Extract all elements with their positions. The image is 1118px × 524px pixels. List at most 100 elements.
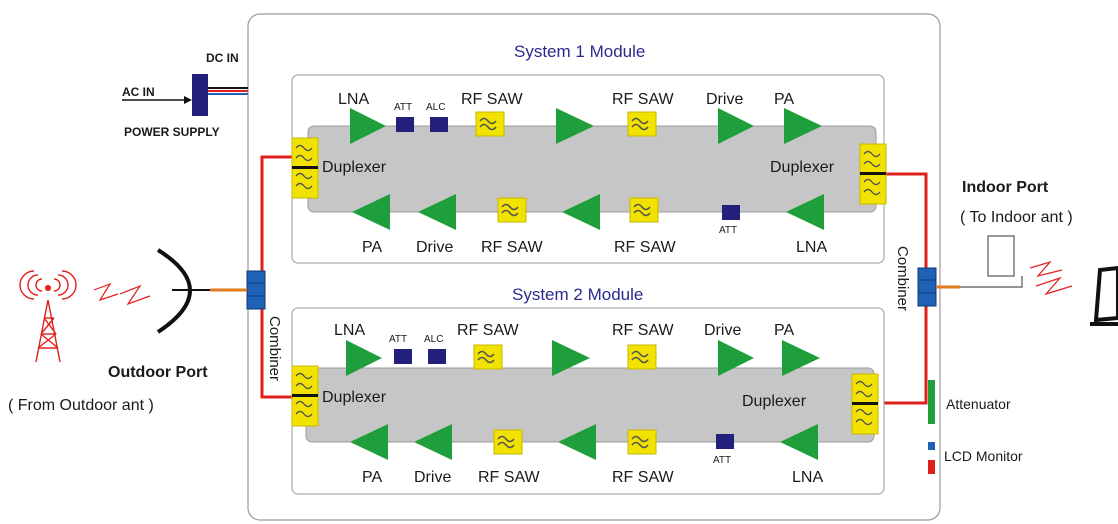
system-2-alc-top-label: ALC bbox=[424, 334, 443, 345]
system-1-duplexer-left-icon bbox=[291, 137, 319, 199]
system-1-rfsaw-top-2-icon bbox=[627, 111, 657, 137]
system-2-duplexer-left-icon bbox=[291, 365, 319, 427]
system-1-alc-top-icon bbox=[430, 117, 448, 132]
system-2-att-bottom-label: ATT bbox=[713, 455, 731, 466]
system-1-amp-bottom-icon bbox=[562, 194, 600, 230]
power-supply-box bbox=[192, 74, 208, 116]
legend-attenuator-label: Attenuator bbox=[946, 396, 1011, 412]
system-1-lna-top-icon bbox=[350, 108, 386, 144]
system-1-pa-bottom-label: PA bbox=[362, 239, 382, 256]
system-1-drive-top-label: Drive bbox=[706, 91, 743, 108]
laptop-icon bbox=[1090, 265, 1118, 326]
system-2-duplexer-left-label: Duplexer bbox=[322, 389, 387, 406]
system-2-drive-top-icon bbox=[718, 340, 754, 376]
system-2-att-bottom-icon bbox=[716, 434, 734, 449]
cell-tower-icon bbox=[19, 270, 77, 363]
system-1-rfsaw-bottom-2-icon bbox=[629, 197, 659, 223]
system-1-rfsaw-bottom-1-label: RF SAW bbox=[481, 239, 544, 256]
system-1-att-top-label: ATT bbox=[394, 102, 412, 113]
system-2-alc-top-icon bbox=[428, 349, 446, 364]
system-2-lna-bottom-label: LNA bbox=[792, 469, 823, 486]
legend-lcd-swatch-blue bbox=[928, 442, 935, 450]
cell-tower-top bbox=[45, 285, 51, 291]
system-1-title: System 1 Module bbox=[514, 42, 645, 61]
legend-lcd-monitor-label: LCD Monitor bbox=[944, 448, 1023, 464]
dc-in-label: DC IN bbox=[206, 51, 239, 65]
system-2-lna-bottom-icon bbox=[780, 424, 818, 460]
combiner-right-label: Combiner bbox=[894, 246, 911, 311]
system-1-lna-bottom-label: LNA bbox=[796, 239, 827, 256]
system-1-module: System 1 Module Duplexer Duplexer LNA AT… bbox=[291, 42, 887, 264]
system-2-att-top-label: ATT bbox=[389, 334, 407, 345]
system-1-duplexer-right-label: Duplexer bbox=[770, 159, 835, 176]
system-1-drive-bottom-icon bbox=[418, 194, 456, 230]
system-1-amp-top-icon bbox=[556, 108, 594, 144]
system-2-drive-bottom-icon bbox=[414, 424, 452, 460]
indoor-signal-2-icon bbox=[1035, 276, 1073, 296]
indoor-port-subtitle: ( To Indoor ant ) bbox=[960, 209, 1073, 226]
system-1-att-top-icon bbox=[396, 117, 414, 132]
system-2-rfsaw-bottom-2-label: RF SAW bbox=[612, 469, 675, 486]
power-supply-label: POWER SUPPLY bbox=[124, 125, 220, 139]
system-2-drive-top-label: Drive bbox=[704, 322, 741, 339]
outdoor-side: Outdoor Port ( From Outdoor ant ) bbox=[8, 248, 247, 414]
system-2-att-top-icon bbox=[394, 349, 412, 364]
system-1-duplexer-left-label: Duplexer bbox=[322, 159, 387, 176]
system-2-amp-top-icon bbox=[552, 340, 590, 376]
combiner-left-box bbox=[246, 270, 266, 310]
system-1-duplexer-right-icon bbox=[859, 143, 887, 205]
system-2-pa-bottom-label: PA bbox=[362, 469, 382, 486]
system-2-module: System 2 Module Duplexer Duplexer LNA AT… bbox=[291, 285, 885, 495]
system-2-title: System 2 Module bbox=[512, 285, 643, 304]
system-1-drive-bottom-label: Drive bbox=[416, 239, 453, 256]
system-2-amp-bottom-icon bbox=[558, 424, 596, 460]
indoor-signal-1-icon bbox=[1029, 260, 1063, 278]
system-1-rfsaw-top-1-label: RF SAW bbox=[461, 91, 524, 108]
system-1-pa-top-icon bbox=[784, 108, 822, 144]
ac-in-label: AC IN bbox=[122, 85, 155, 99]
system-1-alc-top-label: ALC bbox=[426, 102, 445, 113]
rf-cables bbox=[260, 155, 928, 405]
indoor-port-title: Indoor Port bbox=[962, 179, 1049, 196]
system-1-lna-top-label: LNA bbox=[338, 91, 369, 108]
system-2-rfsaw-top-1-label: RF SAW bbox=[457, 322, 520, 339]
system-2-rfsaw-bottom-1-label: RF SAW bbox=[478, 469, 541, 486]
system-2-pa-bottom-icon bbox=[350, 424, 388, 460]
combiner-right-box bbox=[917, 267, 937, 307]
system-2-drive-bottom-label: Drive bbox=[414, 469, 451, 486]
system-1-att-bottom-icon bbox=[722, 205, 740, 220]
system-1-att-bottom-label: ATT bbox=[719, 225, 737, 236]
system-1-pa-bottom-icon bbox=[352, 194, 390, 230]
indoor-antenna-icon bbox=[987, 235, 1015, 277]
ac-in-arrow-icon bbox=[184, 96, 192, 104]
legend-lcd-swatch-red bbox=[928, 460, 935, 474]
system-1-pa-top-label: PA bbox=[774, 91, 794, 108]
system-2-rfsaw-top-2-icon bbox=[627, 344, 657, 370]
system-2-rfsaw-top-2-label: RF SAW bbox=[612, 322, 675, 339]
system-2-rfsaw-bottom-2-icon bbox=[627, 429, 657, 455]
outdoor-port-title: Outdoor Port bbox=[108, 364, 208, 381]
combiner-right: Combiner bbox=[894, 246, 937, 311]
outdoor-signal-2-icon bbox=[119, 284, 151, 306]
system-2-pa-top-icon bbox=[782, 340, 820, 376]
system-1-rfsaw-top-2-label: RF SAW bbox=[612, 91, 675, 108]
system-2-rfsaw-bottom-1-icon bbox=[493, 429, 523, 455]
system-2-duplexer-right-icon bbox=[851, 373, 879, 435]
legend: Attenuator LCD Monitor bbox=[928, 380, 1023, 474]
system-1-drive-top-icon bbox=[718, 108, 754, 144]
indoor-side: Indoor Port ( To Indoor ant ) bbox=[936, 179, 1118, 326]
system-2-pa-top-label: PA bbox=[774, 322, 794, 339]
system-1-rfsaw-bottom-1-icon bbox=[497, 197, 527, 223]
power-supply: DC IN AC IN POWER SUPPLY bbox=[122, 51, 248, 139]
system-2-duplexer-right-label: Duplexer bbox=[742, 393, 807, 410]
system-2-lna-top-label: LNA bbox=[334, 322, 365, 339]
legend-attenuator-swatch bbox=[928, 380, 935, 424]
system-1-rfsaw-top-1-icon bbox=[475, 111, 505, 137]
system-2-rfsaw-top-1-icon bbox=[473, 344, 503, 370]
system-1-lna-bottom-icon bbox=[786, 194, 824, 230]
system-2-lna-top-icon bbox=[346, 340, 382, 376]
outdoor-port-subtitle: ( From Outdoor ant ) bbox=[8, 397, 154, 414]
combiner-left-label: Combiner bbox=[266, 316, 283, 381]
outdoor-signal-1-icon bbox=[93, 282, 119, 302]
